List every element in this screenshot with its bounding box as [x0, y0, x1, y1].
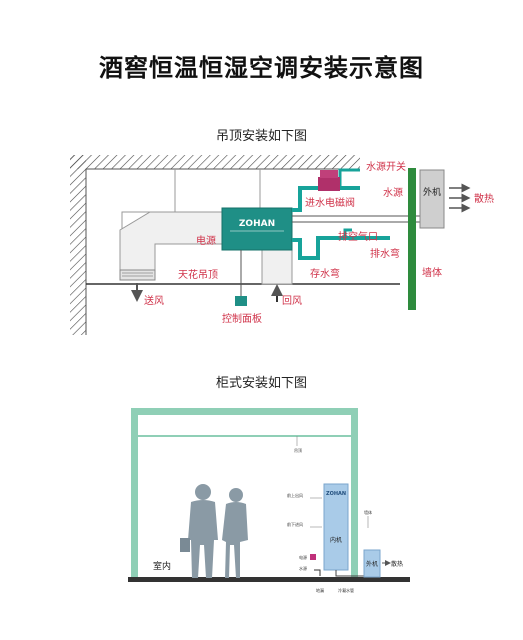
svg-text:前下进风: 前下进风 — [287, 521, 303, 527]
people-silhouette — [180, 484, 248, 578]
label-cabinet-heat-out: 散热 — [391, 560, 403, 568]
svg-text:外机: 外机 — [366, 560, 378, 568]
label-water-source-1: 水源 — [383, 186, 403, 199]
cabinet-install-heading: 柜式安装如下图 — [215, 376, 307, 391]
svg-text:ZOHAN: ZOHAN — [326, 491, 346, 497]
label-water-switch: 水源开关 — [366, 160, 406, 173]
svg-text:前上出风: 前上出风 — [287, 492, 303, 498]
label-wall: 墙体 — [422, 266, 442, 279]
return-duct — [261, 249, 293, 302]
brand-logo: ZOHAN — [239, 219, 275, 229]
label-inlet-valve: 进水电磁阀 — [305, 196, 355, 209]
cabinet-power-socket — [310, 554, 316, 560]
label-water-bend: 存水弯 — [310, 267, 340, 280]
refrigerant-lines — [292, 215, 420, 223]
label-supply-air: 送风 — [144, 294, 164, 307]
page-title: 酒窖恒温恒湿空调安装示意图 — [99, 54, 424, 82]
label-heat-out: 散热 — [474, 192, 494, 205]
ceiling-install-heading: 吊顶安装如下图 — [215, 129, 307, 144]
svg-text:墙体: 墙体 — [364, 509, 372, 515]
label-power: 电源 — [196, 234, 216, 247]
svg-text:电源: 电源 — [299, 554, 307, 560]
floor — [128, 577, 410, 582]
label-room: 室内 — [153, 560, 171, 572]
label-ceiling: 天花吊顶 — [178, 268, 218, 281]
svg-text:冷凝水管: 冷凝水管 — [338, 587, 354, 593]
svg-text:水源: 水源 — [299, 565, 307, 571]
room-frame: 吊顶 墙体 — [131, 408, 372, 580]
svg-text:吊顶: 吊顶 — [294, 448, 302, 453]
control-panel — [235, 250, 247, 306]
supply-duct — [119, 211, 223, 302]
water-pipes — [292, 168, 390, 260]
label-drain-bend: 排水弯 — [370, 247, 400, 260]
inlet-solenoid-valve — [318, 170, 340, 191]
cabinet-indoor-unit: ZOHAN 内机 — [310, 483, 349, 571]
ceiling-structure — [70, 155, 400, 335]
label-exhaust-port: 排空气口 — [338, 230, 378, 243]
label-control-panel: 控制面板 — [222, 312, 262, 325]
svg-text:外机: 外机 — [423, 186, 441, 198]
svg-text:地漏: 地漏 — [316, 587, 324, 593]
cabinet-outdoor-unit: 外机 — [363, 549, 391, 578]
label-return-air: 回风 — [282, 295, 302, 307]
wall — [408, 168, 416, 310]
ceiling-outdoor-unit: 外机 — [419, 169, 471, 229]
ceiling-indoor-unit: ZOHAN — [221, 207, 293, 251]
svg-text:内机: 内机 — [330, 536, 342, 544]
